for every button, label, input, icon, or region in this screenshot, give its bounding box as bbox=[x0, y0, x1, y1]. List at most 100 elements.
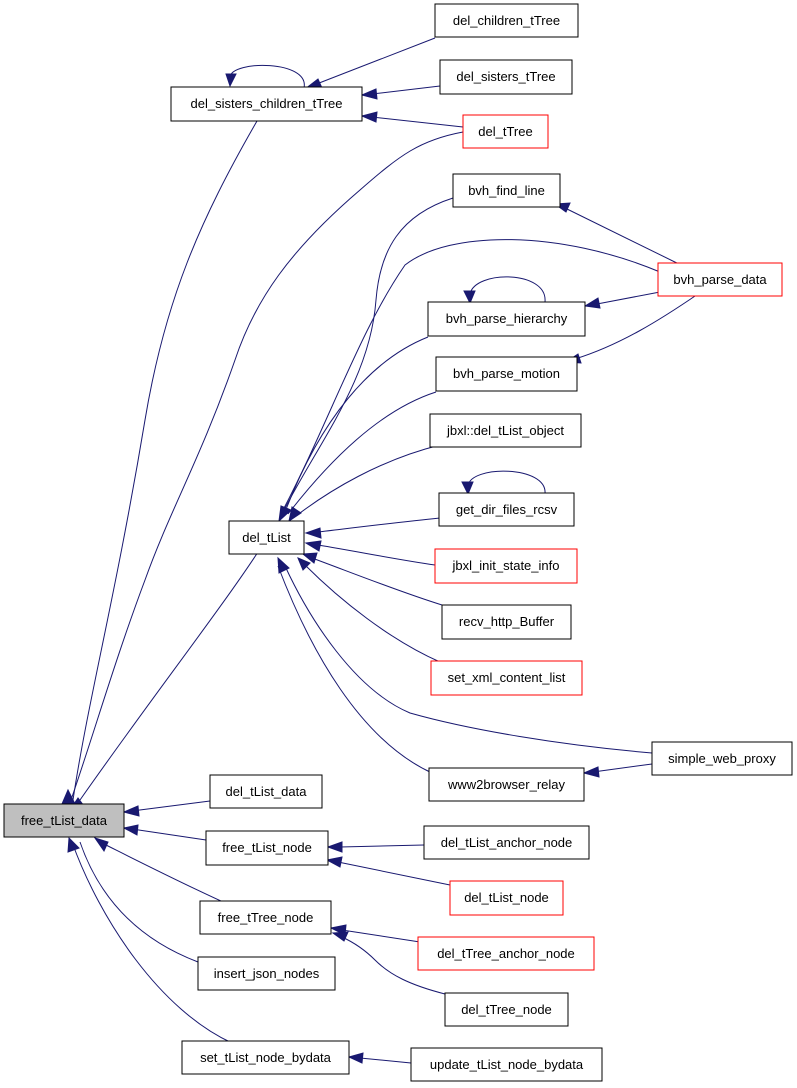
node-del-tlist[interactable]: del_tList bbox=[228, 520, 305, 555]
arrowhead bbox=[325, 856, 343, 868]
node-label: insert_json_nodes bbox=[214, 966, 320, 981]
node-label: set_tList_node_bydata bbox=[200, 1050, 332, 1065]
arrowhead bbox=[347, 1052, 364, 1064]
node-free-tlist-data[interactable]: free_tList_data bbox=[3, 803, 125, 838]
edges bbox=[70, 37, 699, 1064]
edge-del-ttree-node-to-free-ttree-node bbox=[341, 936, 446, 995]
node-get-dir-files-rcsv[interactable]: get_dir_files_rcsv bbox=[438, 492, 575, 527]
edge-del-sisters-children-ttree-to-free-tlist-data bbox=[72, 120, 258, 801]
node-www2browser-relay[interactable]: www2browser_relay bbox=[428, 767, 585, 802]
node-bvh-parse-motion[interactable]: bvh_parse_motion bbox=[435, 356, 578, 392]
edge-www2browser-relay-to-del-tlist bbox=[277, 565, 433, 774]
node-label: del_tList_anchor_node bbox=[441, 835, 573, 850]
edge-recv-http-buffer-to-del-tlist bbox=[311, 557, 443, 606]
arrowhead bbox=[331, 931, 349, 942]
node-free-tlist-node[interactable]: free_tList_node bbox=[205, 830, 329, 866]
nodes: free_tList_data del_sisters_children_tTr… bbox=[3, 3, 793, 1082]
arrowhead bbox=[297, 557, 311, 571]
node-insert-json-nodes[interactable]: insert_json_nodes bbox=[197, 956, 336, 991]
edge-set-xml-content-list-to-del-tlist bbox=[304, 564, 441, 663]
node-label: del_tList bbox=[242, 530, 291, 545]
arrowhead bbox=[93, 837, 109, 853]
edge-free-ttree-node-to-free-tlist-data bbox=[99, 841, 233, 907]
node-simple-web-proxy[interactable]: simple_web_proxy bbox=[651, 741, 793, 776]
edge-bvh-parse-data-to-bvh-parse-motion bbox=[574, 293, 699, 360]
node-label: set_xml_content_list bbox=[448, 670, 566, 685]
node-del-ttree-node[interactable]: del_tTree_node bbox=[444, 992, 569, 1027]
node-label: get_dir_files_rcsv bbox=[456, 502, 558, 517]
arrowhead bbox=[461, 481, 474, 496]
node-bvh-parse-hierarchy[interactable]: bvh_parse_hierarchy bbox=[427, 301, 586, 337]
node-label: del_tList_data bbox=[226, 784, 308, 799]
node-label: free_tTree_node bbox=[218, 910, 314, 925]
node-label: del_sisters_children_tTree bbox=[191, 96, 343, 111]
edge-del-children-ttree-to-del-sisters-children-ttree bbox=[313, 37, 436, 86]
edge-bvh-parse-motion-to-del-tlist bbox=[287, 391, 437, 515]
arrowhead bbox=[326, 841, 343, 853]
node-label: bvh_parse_motion bbox=[453, 366, 560, 381]
edge-jbxl-init-state-info-to-del-tlist bbox=[317, 544, 436, 566]
arrowhead bbox=[288, 506, 302, 523]
edge-get-dir-files-rcsv-to-del-tlist bbox=[317, 517, 441, 533]
node-label: del_tList_node bbox=[464, 890, 549, 905]
arrowhead bbox=[360, 88, 378, 100]
edge-self-loop-bvh-parse-hierarchy bbox=[469, 276, 546, 303]
edge-del-tlist-anchor-node-to-free-tlist-node bbox=[339, 844, 425, 848]
node-jbxl-init-state-info[interactable]: jbxl_init_state_info bbox=[434, 548, 578, 584]
node-label: del_children_tTree bbox=[453, 13, 560, 28]
edge-del-ttree-anchor-node-to-free-ttree-node bbox=[341, 929, 421, 943]
node-jbxl-del-tlist-object[interactable]: jbxl::del_tList_object bbox=[429, 413, 582, 448]
node-recv-http-buffer[interactable]: recv_http_Buffer bbox=[441, 604, 572, 640]
edge-self-loop-get-dir-files-rcsv bbox=[467, 470, 546, 495]
node-bvh-find-line[interactable]: bvh_find_line bbox=[452, 173, 561, 208]
edge-del-ttree-to-del-sisters-children-ttree bbox=[371, 116, 464, 128]
node-label: del_tTree_anchor_node bbox=[437, 946, 575, 961]
node-label: del_sisters_tTree bbox=[456, 69, 555, 84]
edge-del-sisters-ttree-to-del-sisters-children-ttree bbox=[371, 85, 441, 95]
arrowhead bbox=[225, 73, 237, 88]
edge-bvh-parse-hierarchy-to-del-tlist bbox=[284, 336, 429, 513]
node-del-tlist-anchor-node[interactable]: del_tList_anchor_node bbox=[423, 825, 590, 860]
node-label: www2browser_relay bbox=[447, 777, 566, 792]
node-set-xml-content-list[interactable]: set_xml_content_list bbox=[430, 660, 583, 696]
edge-del-tlist-node-to-free-tlist-node bbox=[337, 861, 451, 886]
edge-del-tlist-data-to-free-tlist-data bbox=[131, 800, 211, 812]
edge-bvh-parse-data-to-del-tlist bbox=[281, 239, 661, 513]
arrowhead bbox=[122, 824, 139, 836]
arrowhead bbox=[583, 297, 601, 309]
node-del-sisters-children-ttree[interactable]: del_sisters_children_tTree bbox=[170, 86, 363, 122]
node-label: jbxl::del_tList_object bbox=[446, 423, 564, 438]
node-free-ttree-node[interactable]: free_tTree_node bbox=[199, 900, 332, 935]
node-del-children-ttree[interactable]: del_children_tTree bbox=[434, 3, 579, 38]
node-label: free_tList_node bbox=[222, 840, 312, 855]
node-del-tlist-data[interactable]: del_tList_data bbox=[209, 774, 323, 809]
node-label: bvh_parse_hierarchy bbox=[446, 311, 568, 326]
arrowhead bbox=[301, 552, 318, 564]
edge-bvh-parse-data-to-bvh-parse-hierarchy bbox=[596, 291, 661, 305]
node-set-tlist-node-bydata[interactable]: set_tList_node_bydata bbox=[181, 1040, 350, 1075]
arrowhead bbox=[463, 290, 476, 305]
edge-update-tlist-node-bydata-to-set-tlist-node-bydata bbox=[359, 1057, 412, 1064]
node-label: jbxl_init_state_info bbox=[452, 558, 560, 573]
edge-del-ttree-to-free-tlist-data bbox=[70, 131, 464, 801]
arrowheads bbox=[61, 73, 601, 1064]
node-del-sisters-ttree[interactable]: del_sisters_tTree bbox=[439, 59, 573, 95]
arrowhead bbox=[304, 540, 322, 552]
arrowhead bbox=[582, 766, 600, 778]
edge-bvh-find-line-to-del-tlist bbox=[282, 197, 454, 513]
edge-jbxl-del-tlist-object-to-del-tlist bbox=[295, 444, 441, 517]
node-del-ttree-anchor-node[interactable]: del_tTree_anchor_node bbox=[417, 936, 595, 971]
node-label: bvh_parse_data bbox=[673, 272, 767, 287]
arrowhead bbox=[122, 805, 140, 817]
node-del-ttree[interactable]: del_tTree bbox=[462, 114, 549, 149]
node-del-tlist-node[interactable]: del_tList_node bbox=[449, 880, 564, 916]
node-update-tlist-node-bydata[interactable]: update_tList_node_bydata bbox=[410, 1047, 603, 1082]
node-label: update_tList_node_bydata bbox=[430, 1057, 584, 1072]
arrowhead bbox=[278, 505, 292, 523]
node-bvh-parse-data[interactable]: bvh_parse_data bbox=[657, 262, 783, 297]
edge-self-loop-del-sisters-children-ttree bbox=[229, 64, 305, 89]
arrowhead bbox=[360, 111, 378, 123]
node-label: bvh_find_line bbox=[468, 183, 545, 198]
edge-simple-web-proxy-to-www2browser-relay bbox=[592, 763, 653, 773]
